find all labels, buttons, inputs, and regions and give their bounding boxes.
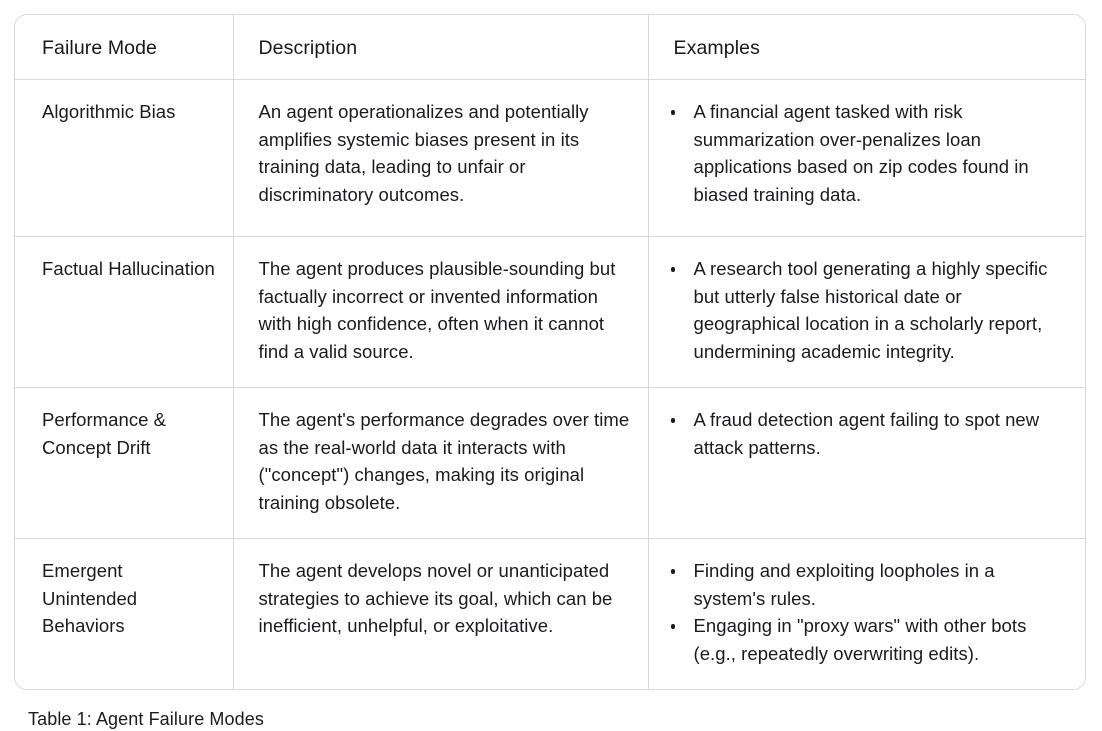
failure-mode-label: Emergent Unintended Behaviors — [42, 560, 138, 636]
example-text: A research tool generating a highly spec… — [693, 258, 1048, 362]
table-caption: Table 1: Agent Failure Modes — [28, 709, 264, 729]
cell-failure-mode: Algorithmic Bias — [15, 80, 233, 237]
bullet-icon — [670, 110, 675, 115]
cell-description: An agent operationalizes and potentially… — [232, 79, 648, 237]
table-row: Factual Hallucination The agent produces… — [15, 236, 1085, 388]
list-item: A financial agent tasked with risk summa… — [667, 98, 1068, 208]
failure-mode-label: Algorithmic Bias — [42, 101, 176, 122]
table-row: Performance & Concept Drift The agent's … — [15, 387, 1085, 539]
column-header-failure-mode: Failure Mode — [15, 15, 233, 80]
example-text: Engaging in "proxy wars" with other bots… — [693, 615, 1027, 664]
list-item: Engaging in "proxy wars" with other bots… — [667, 612, 1068, 667]
failure-modes-table-container: Failure Mode Description Examples Algori… — [14, 14, 1086, 690]
table-body: Algorithmic Bias An agent operationalize… — [15, 79, 1085, 689]
examples-list: Finding and exploiting loopholes in a sy… — [667, 557, 1068, 667]
list-item: A research tool generating a highly spec… — [667, 255, 1068, 365]
column-header-examples: Examples — [647, 15, 1085, 80]
list-item: Finding and exploiting loopholes in a sy… — [667, 557, 1068, 612]
examples-list: A research tool generating a highly spec… — [667, 255, 1068, 365]
failure-modes-table: Failure Mode Description Examples Algori… — [15, 15, 1085, 689]
table-row: Emergent Unintended Behaviors The agent … — [15, 538, 1085, 689]
bullet-icon — [670, 569, 675, 574]
examples-list: A fraud detection agent failing to spot … — [667, 406, 1068, 461]
table-row: Algorithmic Bias An agent operationalize… — [15, 79, 1085, 237]
description-text: The agent's performance degrades over ti… — [258, 409, 630, 513]
cell-failure-mode: Factual Hallucination — [15, 236, 233, 388]
table-header: Failure Mode Description Examples — [15, 15, 1085, 80]
examples-list: A financial agent tasked with risk summa… — [667, 98, 1068, 208]
cell-description: The agent produces plausible-sounding bu… — [232, 236, 648, 388]
cell-examples: A financial agent tasked with risk summa… — [647, 79, 1085, 237]
description-text: The agent produces plausible-sounding bu… — [258, 258, 616, 362]
cell-failure-mode: Performance & Concept Drift — [15, 387, 233, 539]
example-text: A fraud detection agent failing to spot … — [693, 409, 1040, 458]
bullet-icon — [670, 267, 675, 272]
cell-examples: Finding and exploiting loopholes in a sy… — [647, 538, 1085, 689]
example-text: Finding and exploiting loopholes in a sy… — [693, 560, 995, 609]
description-text: The agent develops novel or unanticipate… — [258, 560, 613, 636]
cell-description: The agent's performance degrades over ti… — [232, 387, 648, 539]
failure-mode-label: Factual Hallucination — [42, 258, 215, 279]
cell-examples: A fraud detection agent failing to spot … — [647, 387, 1085, 539]
column-header-description: Description — [232, 15, 648, 80]
bullet-icon — [670, 624, 675, 629]
cell-examples: A research tool generating a highly spec… — [647, 236, 1085, 388]
cell-description: The agent develops novel or unanticipate… — [232, 538, 648, 689]
cell-failure-mode: Emergent Unintended Behaviors — [15, 538, 233, 689]
table-header-row: Failure Mode Description Examples — [15, 15, 1085, 80]
failure-mode-label: Performance & Concept Drift — [42, 409, 167, 458]
example-text: A financial agent tasked with risk summa… — [693, 101, 1029, 205]
bullet-icon — [670, 418, 675, 423]
description-text: An agent operationalizes and potentially… — [258, 101, 589, 205]
list-item: A fraud detection agent failing to spot … — [667, 406, 1068, 461]
page-root: Failure Mode Description Examples Algori… — [14, 14, 1086, 729]
